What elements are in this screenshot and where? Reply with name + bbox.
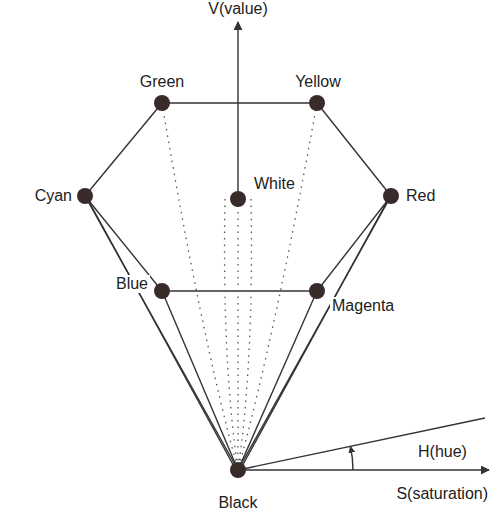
color-label: Yellow (293, 73, 343, 91)
color-label: Blue (114, 275, 150, 293)
axes (238, 22, 489, 470)
color-label: Black (216, 494, 259, 512)
axis-label: H(hue) (416, 443, 469, 461)
hidden-edges (162, 103, 317, 470)
axis-label: S(saturation) (394, 485, 490, 503)
color-label: White (252, 175, 297, 193)
color-label: Cyan (33, 187, 74, 205)
axis-label: V(value) (206, 0, 270, 18)
color-label: Red (404, 187, 437, 205)
color-label: Green (138, 73, 186, 91)
color-points (77, 95, 399, 478)
color-label: Magenta (330, 297, 396, 315)
